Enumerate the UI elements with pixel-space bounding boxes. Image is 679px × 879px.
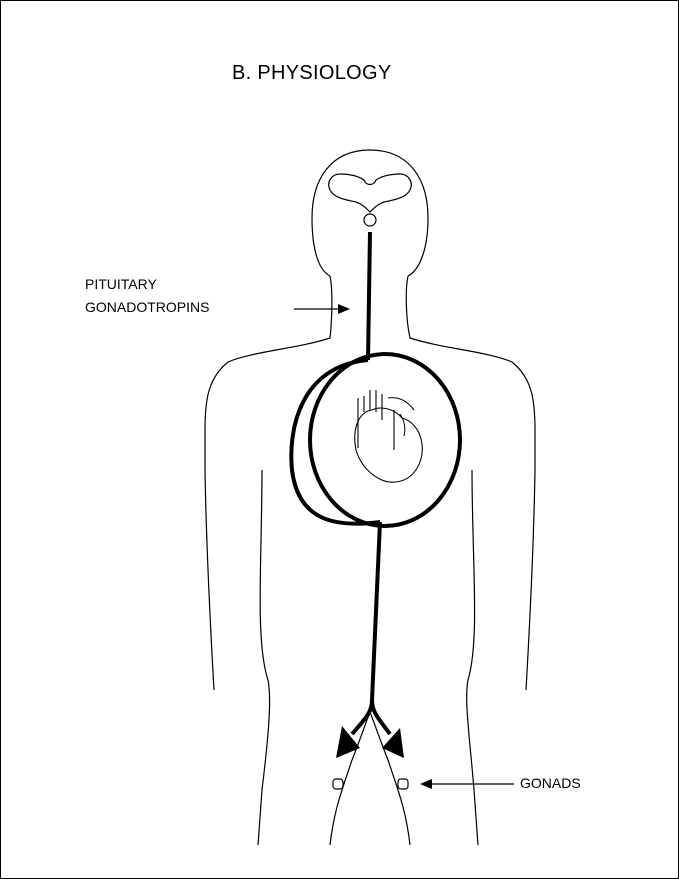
right-arm-outline (526, 430, 535, 690)
arrow-split (352, 700, 390, 734)
left-torso-outline (258, 470, 270, 845)
left-arm-outline (205, 430, 214, 690)
pituitary-pointer-arrow (294, 304, 350, 314)
right-gonad-icon (398, 779, 408, 789)
gonads-pointer-arrow (420, 779, 514, 789)
brain-icon (329, 174, 412, 212)
pituitary-gland-icon (364, 214, 376, 226)
heart-icon (355, 390, 422, 482)
gonadotropin-pathway (291, 232, 460, 700)
left-gonad-icon (333, 779, 343, 789)
right-torso-outline (467, 470, 478, 845)
right-shoulder-outline (406, 276, 535, 430)
left-shoulder-outline (205, 276, 332, 430)
